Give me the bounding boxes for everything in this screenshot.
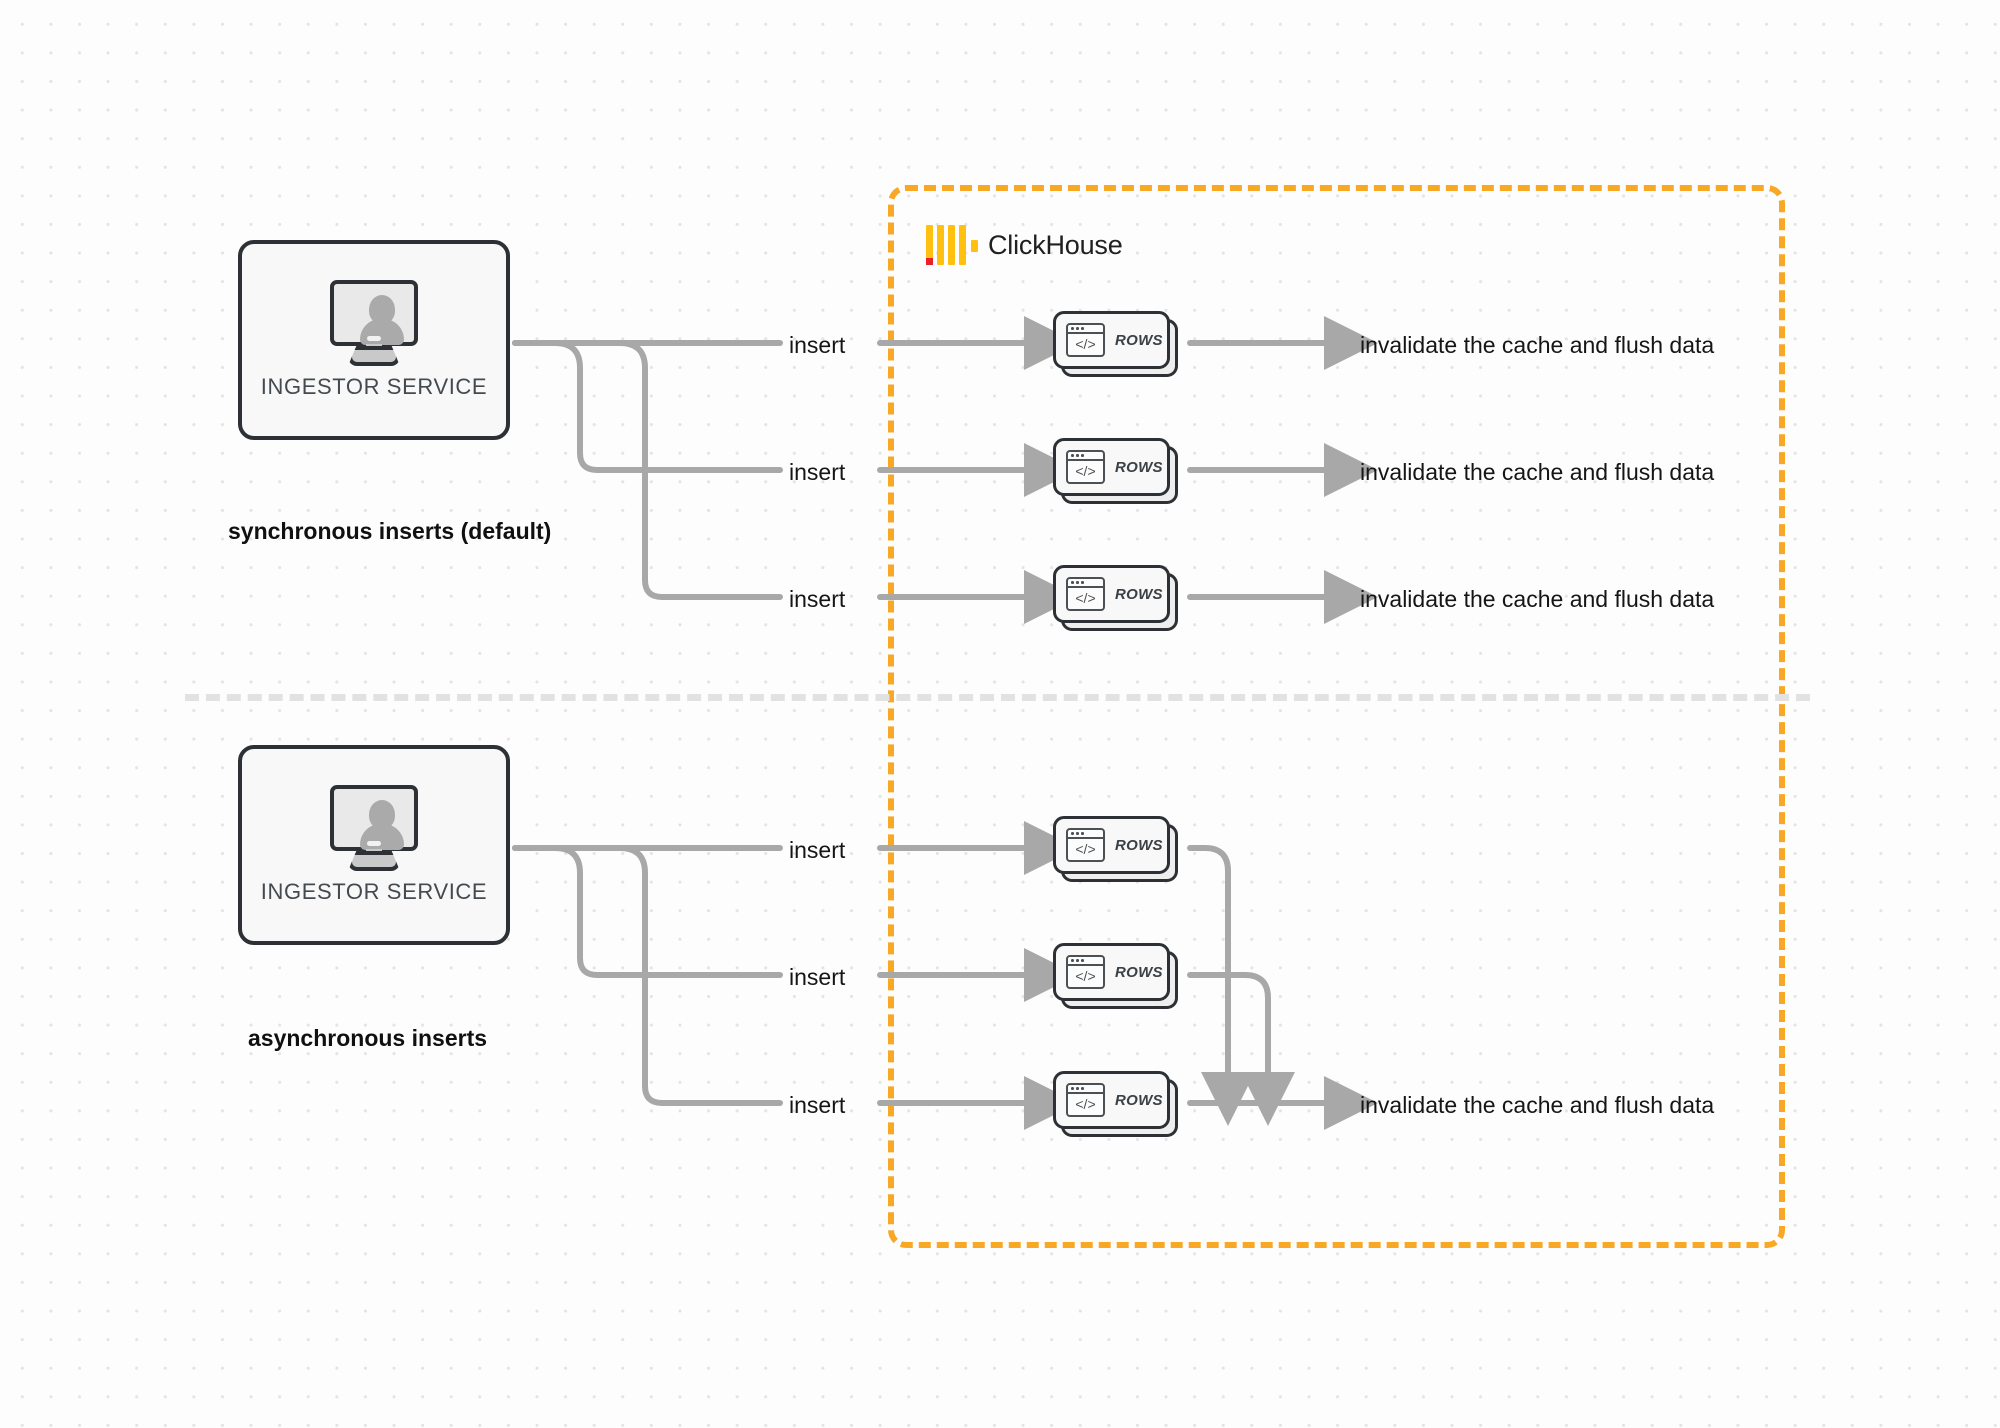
titlebar-dot <box>1081 581 1084 584</box>
rows-card-sync-3[interactable]: </> ROWS <box>1053 565 1178 631</box>
logo-bar-3 <box>948 225 955 265</box>
rows-label: ROWS <box>1115 331 1163 349</box>
titlebar-dot <box>1076 454 1079 457</box>
titlebar-dot <box>1076 327 1079 330</box>
rows-card-front: </> ROWS <box>1053 1071 1170 1129</box>
monitor-base <box>348 851 400 871</box>
rows-label: ROWS <box>1115 963 1163 981</box>
titlebar-dot <box>1071 454 1074 457</box>
titlebar-dot <box>1076 581 1079 584</box>
sidebar-item-ingestor-service-async[interactable]: INGESTOR SERVICE <box>238 745 510 945</box>
code-glyph: </> <box>1075 463 1096 479</box>
wire-async-branch-3 <box>512 845 783 1106</box>
logo-stub-bar <box>971 240 978 252</box>
rows-label: ROWS <box>1115 585 1163 603</box>
code-window-titlebar <box>1068 957 1103 966</box>
titlebar-dot <box>1071 832 1074 835</box>
code-window-titlebar <box>1068 452 1103 461</box>
caption-synchronous: synchronous inserts (default) <box>228 518 552 544</box>
avatar-body <box>360 319 404 345</box>
sidebar-item-ingestor-service-sync[interactable]: INGESTOR SERVICE <box>238 240 510 440</box>
code-window-titlebar <box>1068 1085 1103 1094</box>
service-label: INGESTOR SERVICE <box>260 374 488 399</box>
label-output-sync-3: invalidate the cache and flush data <box>1360 586 1715 612</box>
logo-bar-2 <box>937 225 944 265</box>
code-window-icon: </> <box>1066 577 1105 611</box>
code-glyph: </> <box>1075 1096 1096 1112</box>
titlebar-dot <box>1076 959 1079 962</box>
label-insert-async-1: insert <box>789 837 846 863</box>
label-output-async-merged: invalidate the cache and flush data <box>1360 1092 1715 1118</box>
titlebar-dot <box>1071 1087 1074 1090</box>
code-glyph: </> <box>1075 336 1096 352</box>
wire-sync-branch-2 <box>512 340 783 473</box>
rows-card-async-1[interactable]: </> ROWS <box>1053 816 1178 882</box>
service-label: INGESTOR SERVICE <box>260 879 488 904</box>
titlebar-dot <box>1081 832 1084 835</box>
titlebar-dot <box>1081 327 1084 330</box>
code-window-titlebar <box>1068 325 1103 334</box>
avatar-body <box>360 824 404 850</box>
code-window-icon: </> <box>1066 1083 1105 1117</box>
caption-asynchronous: asynchronous inserts <box>248 1025 488 1051</box>
rows-card-front: </> ROWS <box>1053 816 1170 874</box>
code-glyph: </> <box>1075 968 1096 984</box>
rows-label: ROWS <box>1115 836 1163 854</box>
monitor-indicator <box>367 336 381 341</box>
rows-label: ROWS <box>1115 1091 1163 1109</box>
clickhouse-logo-row: ClickHouse <box>926 222 1123 268</box>
label-insert-sync-1: insert <box>789 332 846 358</box>
code-window-icon: </> <box>1066 323 1105 357</box>
code-window-icon: </> <box>1066 955 1105 989</box>
label-insert-async-3: insert <box>789 1092 846 1118</box>
code-window-titlebar <box>1068 830 1103 839</box>
rows-card-sync-1[interactable]: </> ROWS <box>1053 311 1178 377</box>
label-insert-async-2: insert <box>789 964 846 990</box>
code-window-icon: </> <box>1066 450 1105 484</box>
monitor-screen <box>330 280 418 346</box>
wire-async-branch-2 <box>512 845 783 978</box>
titlebar-dot <box>1081 959 1084 962</box>
rows-card-front: </> ROWS <box>1053 311 1170 369</box>
code-glyph: </> <box>1075 590 1096 606</box>
rows-card-async-2[interactable]: </> ROWS <box>1053 943 1178 1009</box>
rows-card-async-3[interactable]: </> ROWS <box>1053 1071 1178 1137</box>
logo-bar-4 <box>959 225 966 265</box>
label-insert-sync-2: insert <box>789 459 846 485</box>
titlebar-dot <box>1076 832 1079 835</box>
monitor-user-icon <box>326 785 422 871</box>
clickhouse-boundary <box>888 185 1785 1248</box>
code-glyph: </> <box>1075 841 1096 857</box>
logo-red-square <box>926 258 933 265</box>
rows-card-front: </> ROWS <box>1053 438 1170 496</box>
rows-label: ROWS <box>1115 458 1163 476</box>
wire-sync-branch-3 <box>512 340 783 600</box>
label-insert-sync-3: insert <box>789 586 846 612</box>
titlebar-dot <box>1071 959 1074 962</box>
rows-card-front: </> ROWS <box>1053 943 1170 1001</box>
titlebar-dot <box>1071 581 1074 584</box>
rows-card-sync-2[interactable]: </> ROWS <box>1053 438 1178 504</box>
code-window-icon: </> <box>1066 828 1105 862</box>
titlebar-dot <box>1081 454 1084 457</box>
clickhouse-logo-icon <box>926 225 978 265</box>
logo-bar-1 <box>926 225 933 265</box>
label-output-sync-1: invalidate the cache and flush data <box>1360 332 1715 358</box>
monitor-indicator <box>367 841 381 846</box>
clickhouse-title: ClickHouse <box>988 229 1123 260</box>
rows-card-front: </> ROWS <box>1053 565 1170 623</box>
monitor-base <box>348 346 400 366</box>
code-window-titlebar <box>1068 579 1103 588</box>
titlebar-dot <box>1071 327 1074 330</box>
monitor-user-icon <box>326 280 422 366</box>
titlebar-dot <box>1081 1087 1084 1090</box>
titlebar-dot <box>1076 1087 1079 1090</box>
section-divider <box>185 694 1810 701</box>
label-output-sync-2: invalidate the cache and flush data <box>1360 459 1715 485</box>
